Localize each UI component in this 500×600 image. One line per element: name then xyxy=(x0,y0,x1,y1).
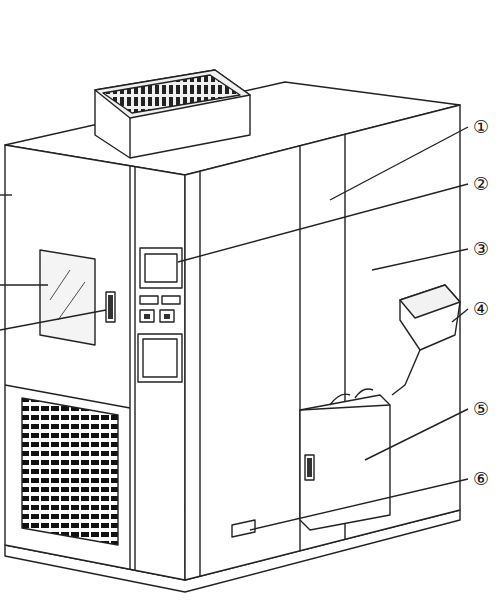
callout-number: ② xyxy=(472,175,490,193)
callout-number: ④ xyxy=(472,300,490,318)
callout-number: ③ xyxy=(472,240,490,258)
callout-number: ① xyxy=(472,118,490,136)
callout-number: ⑥ xyxy=(472,470,490,488)
callout-number: ⑤ xyxy=(472,400,490,418)
